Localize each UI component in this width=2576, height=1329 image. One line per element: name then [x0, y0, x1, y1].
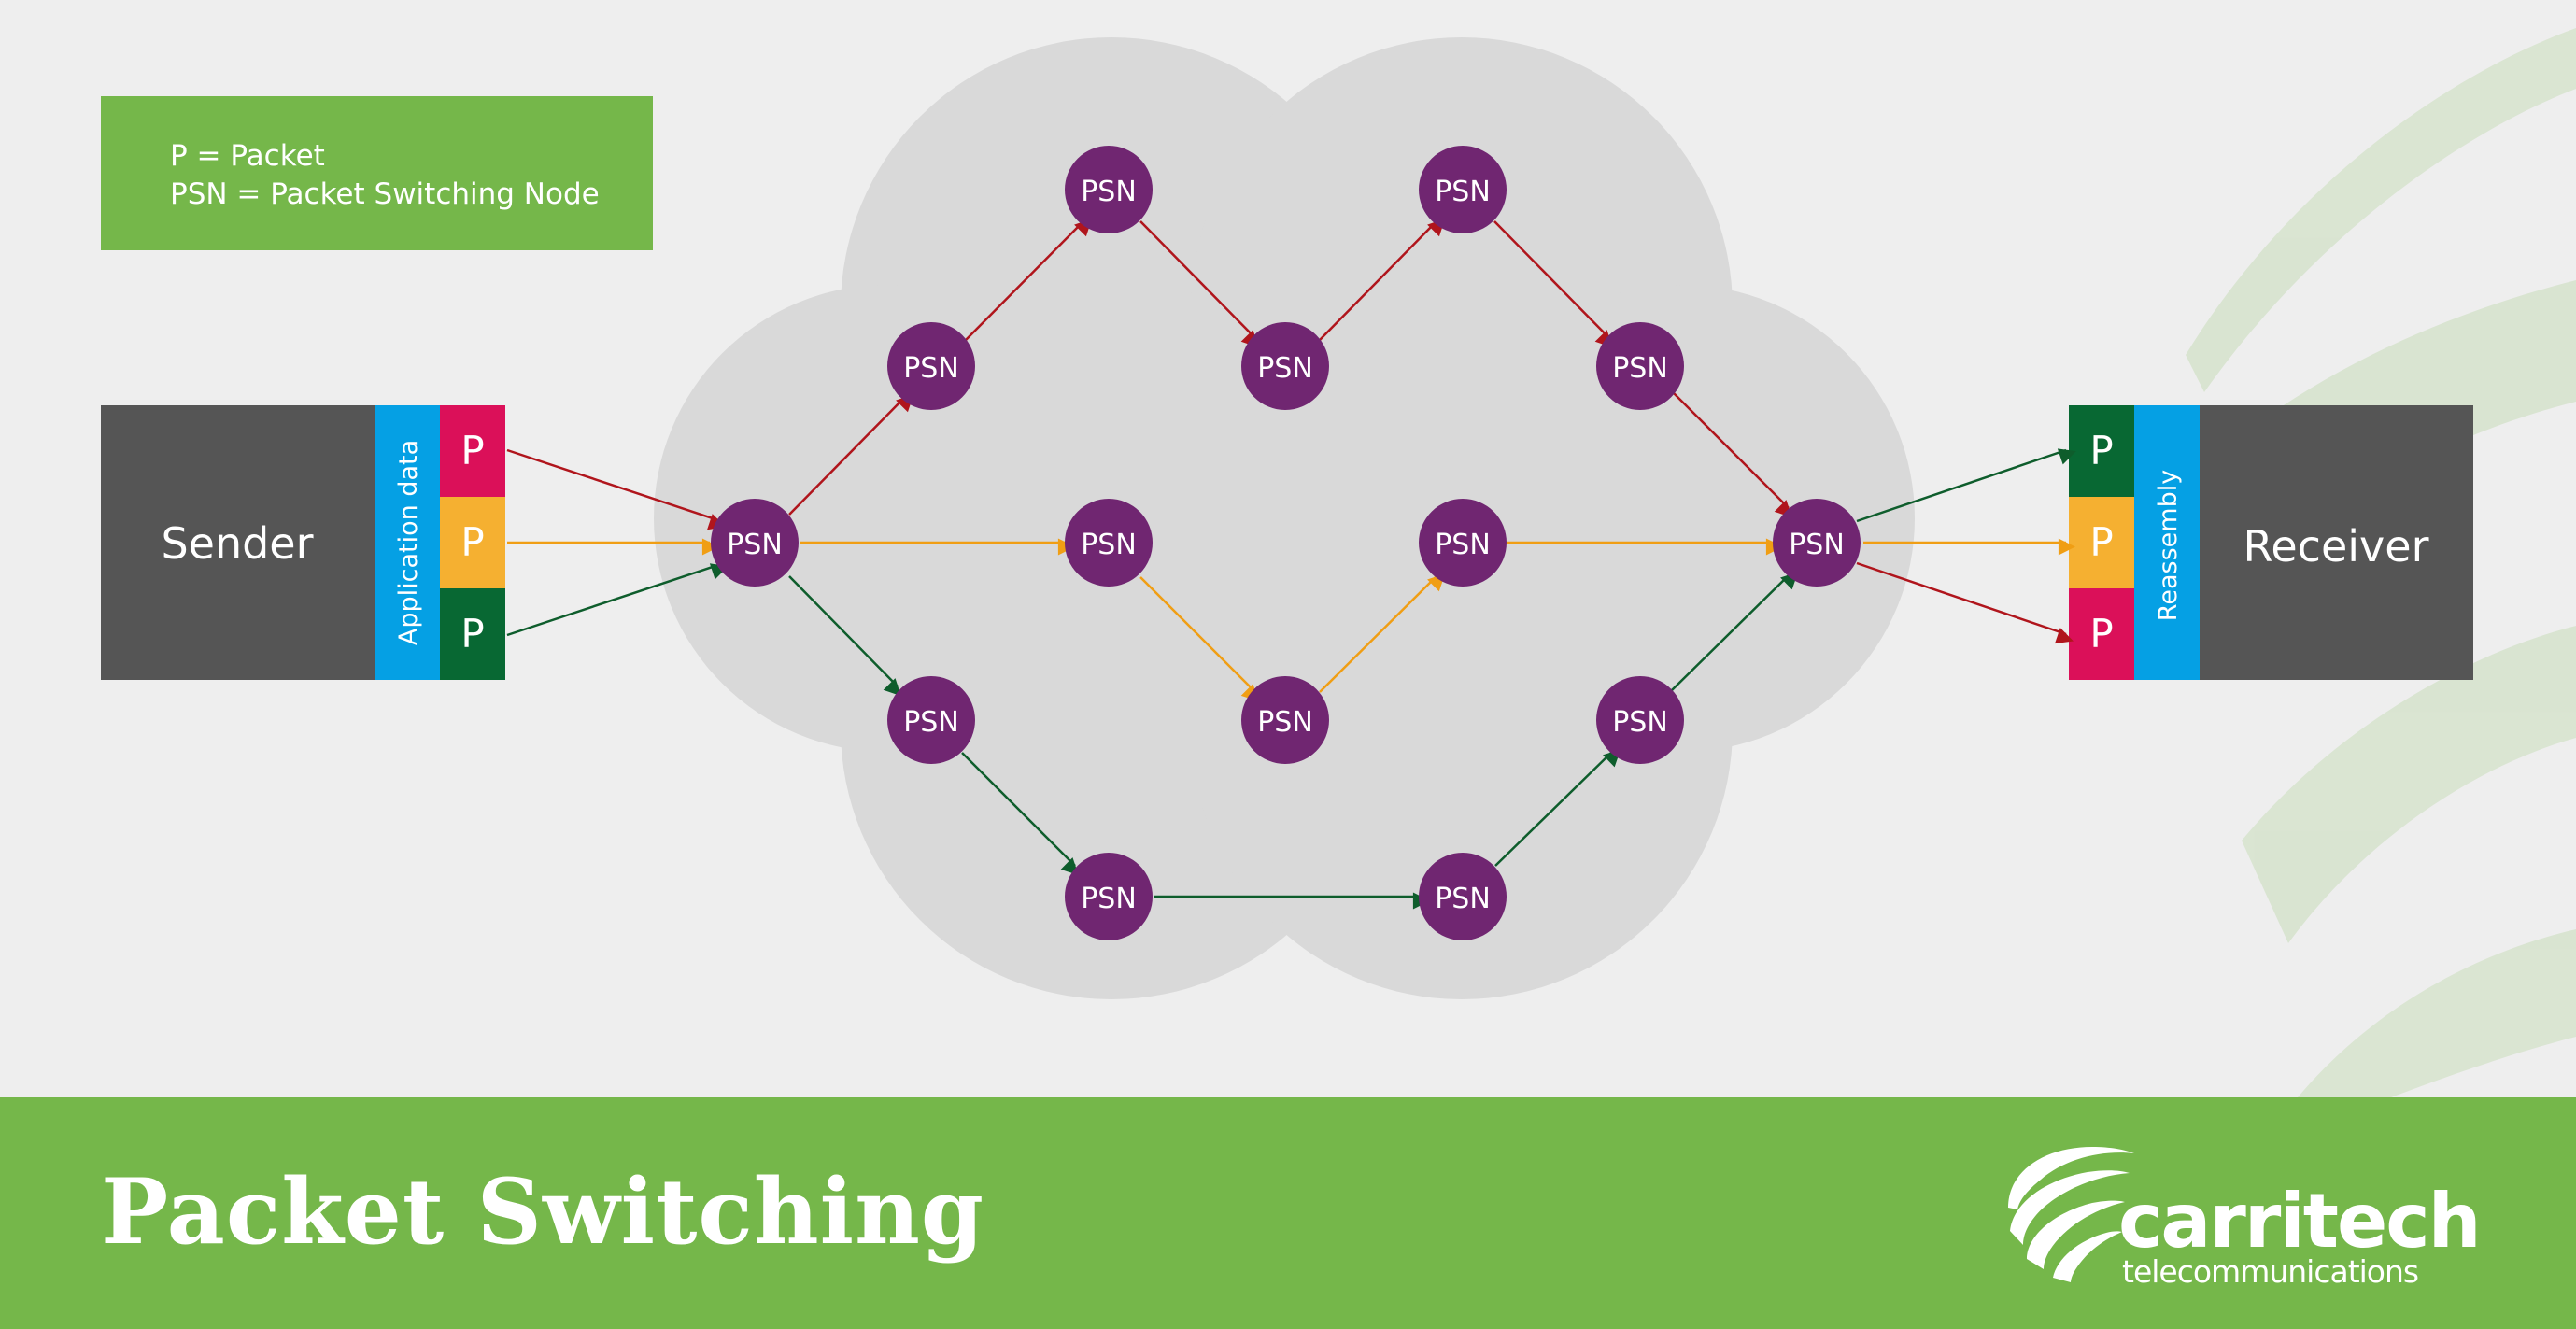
psn-node: PSN: [1419, 146, 1507, 233]
route-arrow-red: [1671, 390, 1792, 518]
legend-psn: PSN = Packet Switching Node: [170, 177, 600, 211]
logo-subtitle: telecommunications: [2122, 1253, 2418, 1290]
route-arrow-green: [1671, 572, 1799, 691]
psn-node-label: PSN: [1789, 529, 1845, 561]
psn-node: PSN: [1241, 676, 1329, 764]
psn-node-label: PSN: [903, 706, 959, 739]
psn-node-label: PSN: [1081, 176, 1137, 208]
psn-node: PSN: [1596, 322, 1684, 410]
psn-node: PSN: [1065, 146, 1153, 233]
psn-node-label: PSN: [903, 352, 959, 385]
application-data-label: Application data: [394, 440, 423, 645]
sender-packet-orange: [440, 497, 505, 588]
route-arrow-red: [1139, 220, 1259, 348]
footer-banner: Packet Switching carritech telecommunica…: [0, 1097, 2576, 1329]
psn-node: PSN: [1419, 499, 1507, 587]
page-title: Packet Switching: [101, 1159, 985, 1265]
psn-node: PSN: [1065, 499, 1153, 587]
psn-node: PSN: [1419, 853, 1507, 940]
receiver-packet-orange: [2069, 497, 2134, 588]
psn-node-label: PSN: [1435, 176, 1491, 208]
psn-node: PSN: [887, 322, 975, 410]
psn-node: PSN: [1241, 322, 1329, 410]
receiver-packet-green: [2069, 405, 2134, 497]
route-arrow-orange: [1319, 573, 1446, 693]
network-cloud: [654, 37, 1915, 999]
psn-node-label: PSN: [1081, 529, 1137, 561]
sender-label: Sender: [161, 518, 313, 569]
carritech-logo: carritech telecommunications: [2008, 1147, 2482, 1290]
sender-block: Sender Application data P P P: [101, 405, 505, 680]
psn-node-label: PSN: [1435, 883, 1491, 915]
sender-packet-label: P: [460, 428, 484, 474]
receiver-block: P P P Reassembly Receiver: [2069, 405, 2473, 680]
reassembly-label: Reassembly: [2154, 470, 2183, 621]
psn-node-label: PSN: [1257, 706, 1313, 739]
legend-packet: P = Packet: [170, 139, 325, 173]
psn-node: PSN: [887, 676, 975, 764]
psn-node-label: PSN: [727, 529, 783, 561]
route-arrow-green: [506, 563, 729, 637]
receiver-label: Receiver: [2243, 521, 2428, 572]
route-arrow-green: [961, 752, 1079, 876]
route-arrow-red: [1319, 219, 1446, 341]
logo-swoosh-icon: [2008, 1147, 2134, 1282]
psn-node-label: PSN: [1612, 352, 1668, 385]
sender-packet-label: P: [460, 519, 484, 565]
legend-box: P = Packet PSN = Packet Switching Node: [101, 96, 653, 250]
receiver-packet-label: P: [2089, 519, 2113, 565]
logo-wordmark: carritech: [2118, 1178, 2480, 1265]
route-arrow-red: [788, 394, 914, 516]
receiver-packet-label: P: [2089, 611, 2113, 657]
psn-node: PSN: [1773, 499, 1861, 587]
route-arrow-orange: [1139, 576, 1259, 702]
receiver-packet-red: [2069, 588, 2134, 680]
route-arrow-red: [1856, 561, 2074, 644]
receiver-packet-label: P: [2089, 428, 2113, 474]
route-arrow-green: [1494, 749, 1621, 867]
routes: [506, 219, 2076, 910]
psn-node-label: PSN: [1612, 706, 1668, 739]
psn-node: PSN: [711, 499, 799, 587]
psn-node-label: PSN: [1435, 529, 1491, 561]
route-arrow-red: [506, 448, 726, 530]
psn-node: PSN: [1596, 676, 1684, 764]
route-arrow-green: [788, 575, 901, 697]
route-arrow-green: [1856, 448, 2076, 523]
sender-packet-red: [440, 405, 505, 497]
psn-node-label: PSN: [1257, 352, 1313, 385]
route-arrow-red: [965, 219, 1093, 341]
psn-nodes: PSN PSN PSN PSN PSN PSN PSN PSN PSN PSN …: [711, 146, 1861, 940]
sender-packet-green: [440, 588, 505, 680]
psn-node-label: PSN: [1081, 883, 1137, 915]
route-arrow-red: [1493, 220, 1613, 348]
psn-node: PSN: [1065, 853, 1153, 940]
sender-packet-label: P: [460, 611, 484, 657]
